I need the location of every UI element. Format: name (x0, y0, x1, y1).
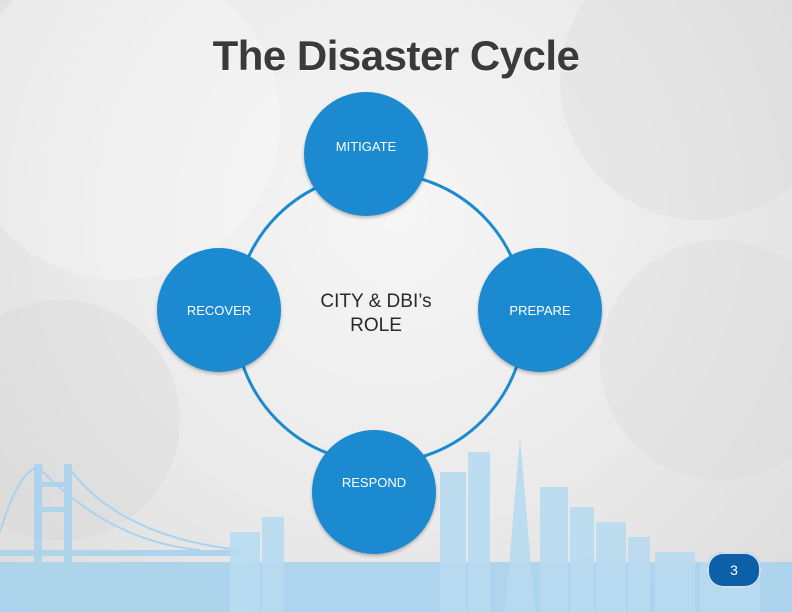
cycle-node-prepare-label: PREPARE (509, 302, 571, 318)
cycle-node-respond: RESPOND (312, 430, 436, 554)
page-number-badge: 3 (707, 552, 761, 588)
center-label: CITY & DBI’s ROLE (320, 291, 432, 336)
cycle-node-mitigate: MITIGATE (304, 92, 428, 216)
cycle-node-recover: RECOVER (157, 248, 281, 372)
cycle-node-prepare: PREPARE (478, 248, 602, 372)
cycle-node-recover-label: RECOVER (186, 302, 252, 318)
page-number: 3 (730, 562, 738, 578)
slide-title: The Disaster Cycle (212, 32, 580, 79)
cycle-node-respond-label: RESPOND (341, 475, 407, 490)
cycle-node-mitigate-label: MITIGATE (335, 139, 397, 154)
